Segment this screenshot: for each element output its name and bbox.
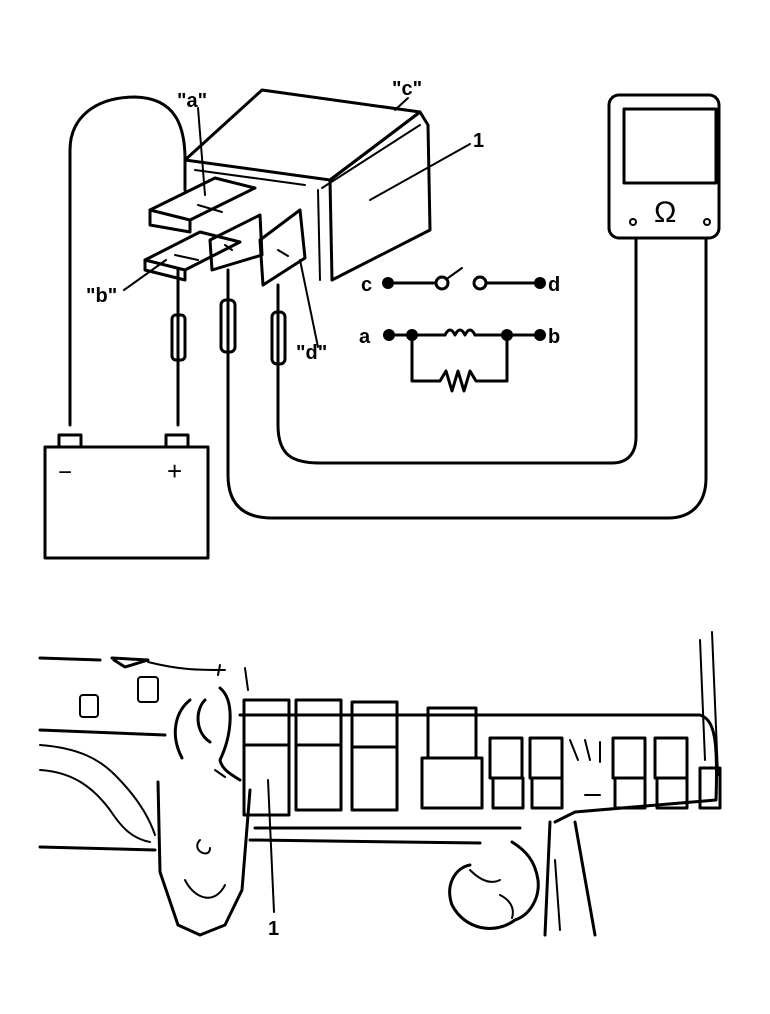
- right-hand: [448, 820, 597, 937]
- panel-rail-lower: [248, 838, 482, 845]
- dashboard-panel: [38, 631, 722, 852]
- meter-lead-d-probe: [270, 310, 287, 366]
- relay-row: [242, 698, 689, 817]
- battery: − +: [43, 433, 210, 560]
- battery-plus-sign: +: [167, 456, 182, 486]
- meter-lead-c: [226, 238, 708, 520]
- terminal-c-label: "c": [392, 78, 422, 100]
- relay-schematic: c d a b: [359, 267, 560, 393]
- meter-lead-d: [276, 238, 638, 465]
- part-number-1-bottom: 1: [268, 918, 279, 940]
- callout-line-part-1: [267, 779, 275, 913]
- callout-lines: [123, 97, 471, 348]
- meter-lead-c-probe: [219, 298, 237, 354]
- left-hand: [156, 664, 252, 937]
- schematic-label-d: d: [548, 274, 560, 296]
- schematic-label-c: c: [361, 274, 372, 296]
- terminal-a-label: "a": [177, 90, 207, 112]
- terminal-b-label: "b": [86, 285, 117, 307]
- schematic-label-a: a: [359, 326, 371, 348]
- battery-minus-sign: −: [58, 459, 72, 486]
- ohmmeter: Ω: [607, 93, 721, 240]
- relay-box-illustration: 1: [38, 631, 722, 940]
- part-number-1-top: 1: [473, 130, 484, 152]
- schematic-label-b: b: [548, 326, 560, 348]
- relay-terminals: [143, 176, 307, 287]
- positive-wire-fuse: [170, 313, 187, 362]
- relay-body: [183, 88, 432, 282]
- ohm-symbol: Ω: [654, 196, 676, 229]
- terminal-d-label: "d": [296, 342, 327, 364]
- relay-test-illustration: − + Ω c d a: [43, 78, 721, 560]
- negative-wire: [68, 95, 187, 427]
